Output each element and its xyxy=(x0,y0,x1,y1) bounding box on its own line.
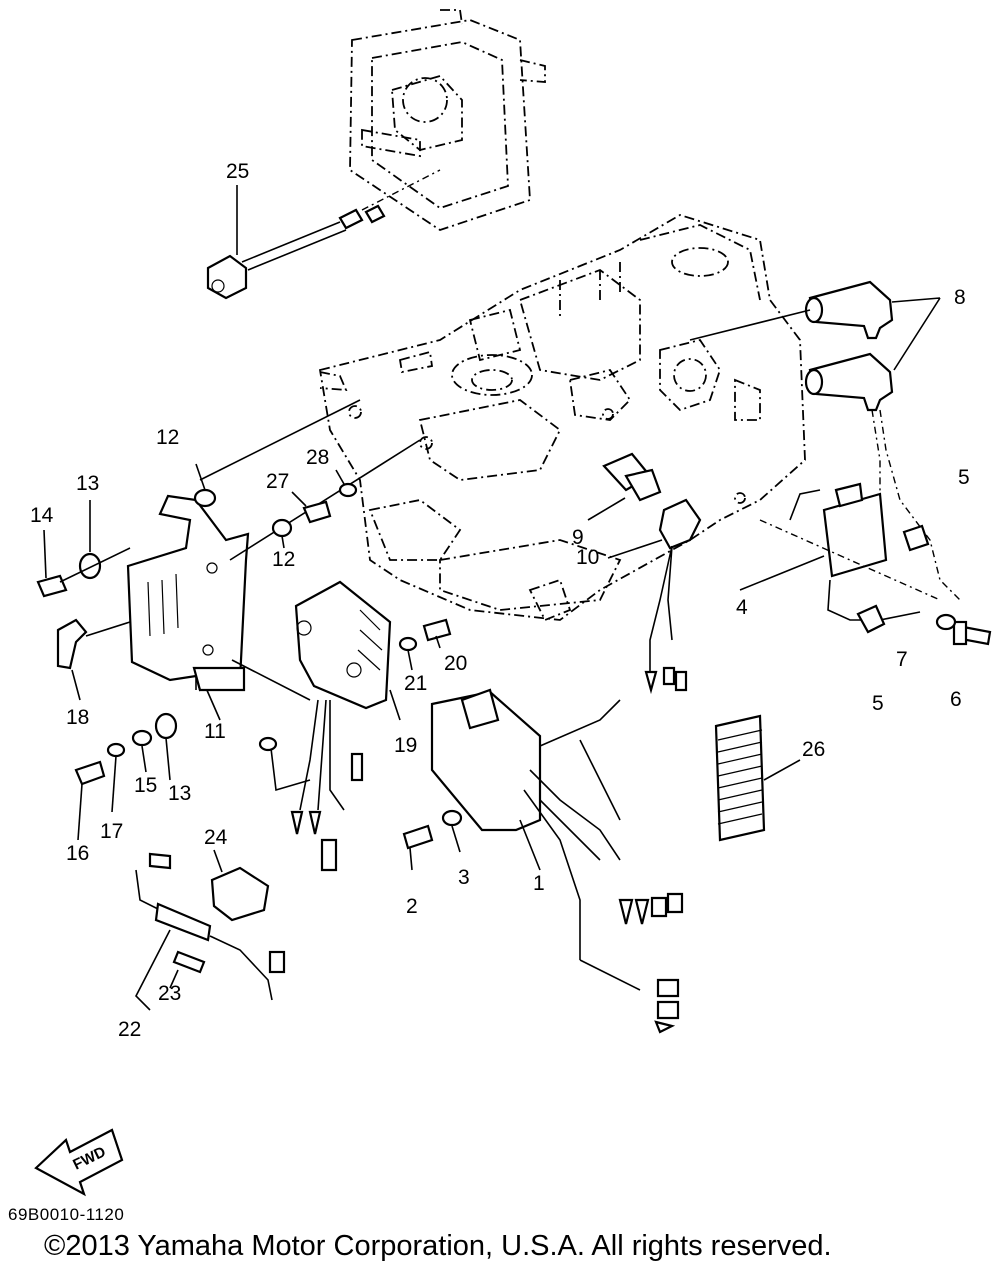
part-label-12b: 12 xyxy=(272,548,295,571)
part-21-washer xyxy=(398,636,418,671)
part-16-bolt xyxy=(74,760,106,841)
part-label-8: 8 xyxy=(954,286,966,309)
part-label-3: 3 xyxy=(458,866,470,889)
part-23-fuse xyxy=(169,950,206,989)
part-1-cdi-unit xyxy=(430,688,684,1034)
part-label-19: 19 xyxy=(394,734,417,757)
part-label-11: 11 xyxy=(204,720,226,743)
part-7-washer xyxy=(935,613,957,631)
part-label-6: 6 xyxy=(950,688,962,711)
part-label-10: 10 xyxy=(576,546,599,569)
part-24-clamp xyxy=(210,849,270,922)
part-12-grommet-upper xyxy=(193,463,217,508)
part-20-bolt xyxy=(422,618,452,649)
part-9-sensor xyxy=(587,452,662,521)
fwd-direction-arrow: FWD xyxy=(34,1128,124,1197)
engine-block-drawing xyxy=(318,214,806,622)
part-8-plug-caps xyxy=(689,280,961,601)
part-12-grommet-lower xyxy=(271,518,293,549)
part-26-tube xyxy=(714,714,801,842)
part-11-bracket xyxy=(126,399,421,721)
part-label-27: 27 xyxy=(266,470,289,493)
part-25-sensor xyxy=(206,169,441,300)
part-4-ignition-coil xyxy=(739,482,941,634)
part-label-24: 24 xyxy=(204,826,228,849)
part-label-20: 20 xyxy=(444,652,467,675)
part-label-15: 15 xyxy=(134,774,157,797)
part-15-washer xyxy=(131,729,153,773)
part-label-5b: 5 xyxy=(872,692,884,715)
part-27-bolt xyxy=(291,491,332,524)
diagram-code: 69B0010-1120 xyxy=(8,1205,125,1224)
part-3-washer xyxy=(441,809,463,853)
part-label-9: 9 xyxy=(572,526,584,549)
part-label-22: 22 xyxy=(118,1018,141,1041)
part-label-2: 2 xyxy=(406,895,418,918)
part-label-7: 7 xyxy=(896,648,908,671)
part-label-4: 4 xyxy=(736,596,748,619)
part-28-washer xyxy=(335,469,358,498)
part-label-1: 1 xyxy=(533,872,545,895)
part-label-5a: 5 xyxy=(958,466,970,489)
part-2-bolt xyxy=(402,824,434,871)
phantom-cover-drawing xyxy=(349,9,546,231)
part-labels: 1 2 3 4 5 5 6 7 8 9 10 11 12 12 13 13 14… xyxy=(30,160,970,1041)
part-label-17: 17 xyxy=(100,820,123,843)
part-6-bolt xyxy=(952,620,992,646)
part-label-28: 28 xyxy=(306,446,329,469)
part-14-bolt xyxy=(36,529,131,598)
part-label-13b: 13 xyxy=(168,782,191,805)
part-label-25: 25 xyxy=(226,160,249,183)
copyright-notice: ©2013 Yamaha Motor Corporation, U.S.A. A… xyxy=(44,1230,832,1262)
part-label-16: 16 xyxy=(66,842,89,865)
part-18-clip xyxy=(56,618,131,701)
part-19-rectifier xyxy=(258,580,401,872)
part-13-collar-lower xyxy=(154,712,178,781)
part-label-23: 23 xyxy=(158,982,181,1005)
part-10-wire-cap xyxy=(607,498,702,695)
part-label-13a: 13 xyxy=(76,472,99,495)
part-13-collar-upper xyxy=(78,500,102,580)
part-label-18: 18 xyxy=(66,706,89,729)
part-label-12a: 12 xyxy=(156,426,179,449)
part-17-washer xyxy=(106,742,126,813)
part-22-fuse-holder xyxy=(135,852,286,1011)
part-label-14: 14 xyxy=(30,504,54,527)
part-label-21: 21 xyxy=(404,672,427,695)
part-label-26: 26 xyxy=(802,738,825,761)
